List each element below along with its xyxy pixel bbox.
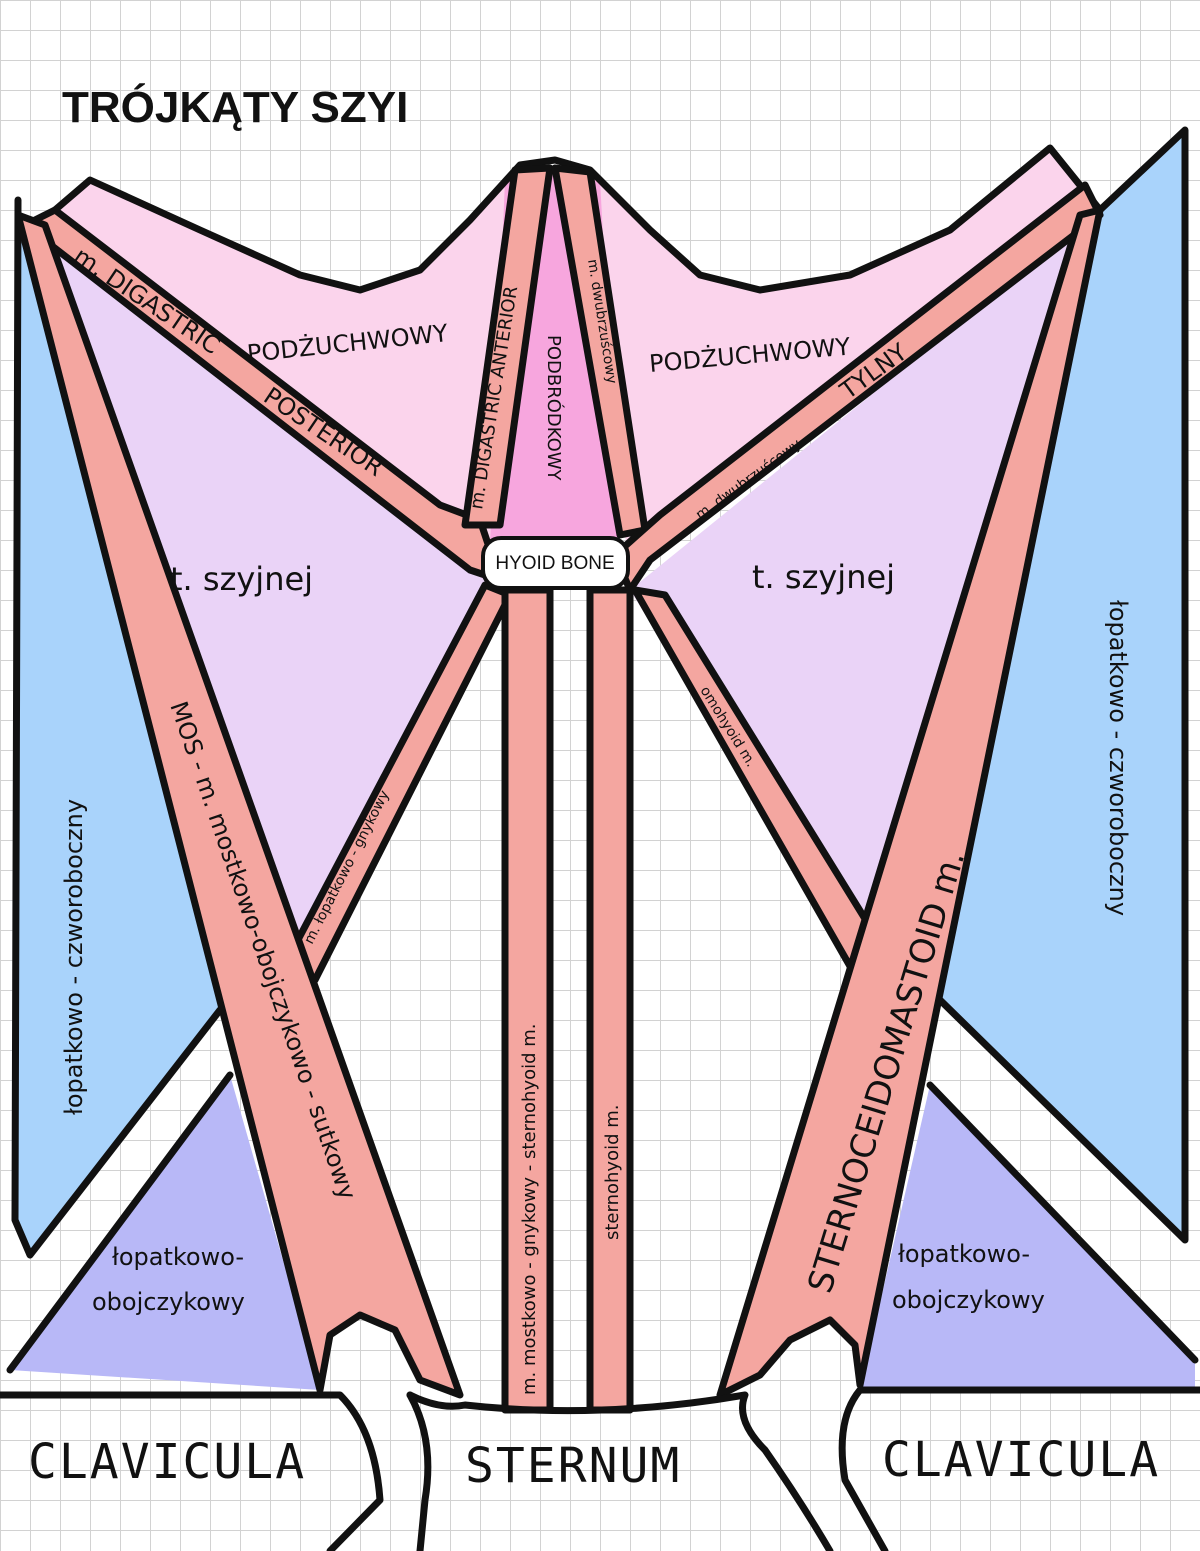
occipital-left-label: łopatkowo - czworoboczny xyxy=(60,799,88,1115)
sternum-label: STERNUM xyxy=(465,1438,681,1494)
occipital-right-label: łopatkowo - czworoboczny xyxy=(1104,600,1132,916)
sternohyoid-right-muscle xyxy=(586,586,634,1414)
occipital-right-outline xyxy=(936,126,1189,1244)
page-title: TRÓJKĄTY SZYI xyxy=(62,82,408,132)
clavicle-left-shape xyxy=(0,1391,384,1551)
clavicula-right-label: CLAVICULA xyxy=(882,1432,1160,1488)
scm-left-muscle xyxy=(14,211,464,1399)
occipital-left-outline xyxy=(11,196,224,1259)
clavicle-right-shape xyxy=(838,1386,1200,1551)
sternum-left-edge xyxy=(406,1391,432,1551)
hyoid-bone-label: HYOID BONE xyxy=(495,553,614,574)
supraclavicular-left-outline xyxy=(6,1071,234,1374)
submandibular-region-left xyxy=(25,170,520,560)
supraclavicular-left-label-a: łopatkowo- xyxy=(112,1243,244,1271)
sternohyoid-left-label: m. mostkowo - gnykowy - sternohyoid m. xyxy=(519,1023,540,1395)
supraclavicular-right-label-b: obojczykowy xyxy=(892,1286,1045,1314)
supraclavicular-left-label-b: obojczykowy xyxy=(92,1288,245,1316)
supraclavicular-right-outline xyxy=(926,1081,1199,1364)
jaw-outline xyxy=(51,144,1104,294)
carotid-right-label: t. szyjnej xyxy=(752,558,895,596)
digastric-anterior-left-muscle xyxy=(461,164,554,529)
occipital-region-right xyxy=(940,130,1185,1240)
supraclavicular-region-right xyxy=(860,1085,1195,1390)
hyoid-bone xyxy=(481,536,630,590)
supraclavicular-region-left xyxy=(10,1075,320,1390)
sternum-shape xyxy=(406,1391,834,1551)
clavicula-left-label: CLAVICULA xyxy=(28,1434,306,1490)
sternohyoid-right-label: sternohyoid m. xyxy=(602,1105,623,1241)
carotid-left-label: t. szyjnej xyxy=(170,560,313,598)
scm-right-muscle xyxy=(716,206,1104,1399)
carotid-region-left xyxy=(25,230,490,960)
occipital-region-left xyxy=(15,210,220,1255)
supraclavicular-right-label-a: łopatkowo- xyxy=(898,1240,1030,1268)
submental-label: PODBRÓDKOWY xyxy=(543,335,565,482)
